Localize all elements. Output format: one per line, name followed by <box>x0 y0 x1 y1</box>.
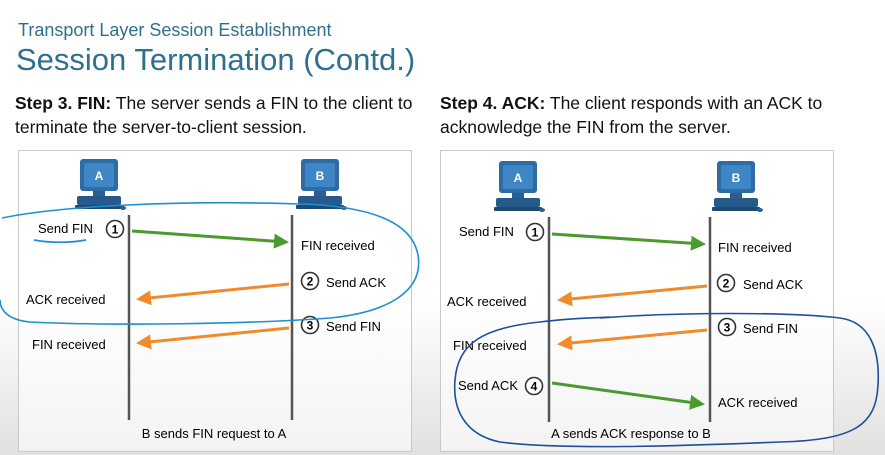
step-4-number: 4 <box>531 380 538 394</box>
step-2-number: 2 <box>307 275 314 289</box>
step-3-number: 3 <box>307 319 314 333</box>
host-a-label: A <box>514 171 523 185</box>
step-1-circle <box>105 219 125 239</box>
ack-received-b-label: ACK received <box>718 395 797 410</box>
step-1-circle <box>525 222 545 242</box>
step-4-label: Step 4. ACK: <box>440 93 546 113</box>
step-4-description: The client responds with an ACK to ackno… <box>440 93 823 137</box>
host-b-label: B <box>732 171 741 185</box>
send-ack-label: Send ACK <box>326 275 386 290</box>
step-3-label: Step 3. FIN: <box>15 93 112 113</box>
fin-arrow-b-to-a <box>557 328 708 351</box>
host-b-computer-icon: B <box>712 161 763 212</box>
host-b-label: B <box>316 169 325 183</box>
ack-arrow-b-to-a <box>136 282 290 306</box>
fin-arrow-a-to-b <box>131 229 289 249</box>
ack-arrow-a-to-b <box>551 381 705 410</box>
host-a-computer-icon: A <box>75 159 126 210</box>
send-fin-b-label: Send FIN <box>326 319 381 334</box>
diagram-step-3: A B Send FIN 1 FIN received 2 Send ACK A… <box>0 159 420 441</box>
fin-received-a-label: FIN received <box>453 338 527 353</box>
send-ack-a-label: Send ACK <box>458 378 518 393</box>
annotation-loop <box>0 201 420 325</box>
step-4-circle <box>524 376 544 396</box>
slide-subtitle: Transport Layer Session Establishment <box>18 20 332 40</box>
slide-title: Session Termination (Contd.) <box>16 42 416 77</box>
ack-arrow-b-to-a <box>557 284 708 307</box>
send-fin-label: Send FIN <box>459 224 514 239</box>
host-a-label: A <box>95 169 104 183</box>
host-a-computer-icon: A <box>494 161 545 212</box>
fin-received-label: FIN received <box>301 238 375 253</box>
annotation-loop <box>453 312 880 448</box>
host-b-computer-icon: B <box>296 159 347 210</box>
step-3-circle <box>300 315 320 335</box>
fin-arrow-b-to-a <box>136 326 290 350</box>
diagram-caption: B sends FIN request to A <box>142 426 287 441</box>
step-3-circle <box>717 317 737 337</box>
fin-received-a-label: FIN received <box>32 337 106 352</box>
fin-received-label: FIN received <box>718 240 792 255</box>
step-2-number: 2 <box>723 277 730 291</box>
step-1-number: 1 <box>112 223 119 237</box>
send-fin-b-label: Send FIN <box>743 321 798 336</box>
ack-received-label: ACK received <box>26 292 105 307</box>
step-3-text: Step 3. FIN: The server sends a FIN to t… <box>15 91 435 139</box>
step-2-circle <box>300 271 320 291</box>
send-fin-label: Send FIN <box>38 221 93 236</box>
fin-arrow-a-to-b <box>551 232 706 251</box>
step-4-text: Step 4. ACK: The client responds with an… <box>440 91 880 139</box>
step-3-number: 3 <box>724 321 731 335</box>
step-2-circle <box>716 273 736 293</box>
diagram-caption: A sends ACK response to B <box>551 426 711 441</box>
step-3-description: The server sends a FIN to the client to … <box>15 93 413 137</box>
send-ack-label: Send ACK <box>743 277 803 292</box>
step-1-number: 1 <box>532 226 539 240</box>
ack-received-label: ACK received <box>447 294 526 309</box>
annotation-underline <box>33 239 87 244</box>
diagram-step-4: A B Send FIN 1 FIN received 2 Send ACK A… <box>447 161 880 448</box>
